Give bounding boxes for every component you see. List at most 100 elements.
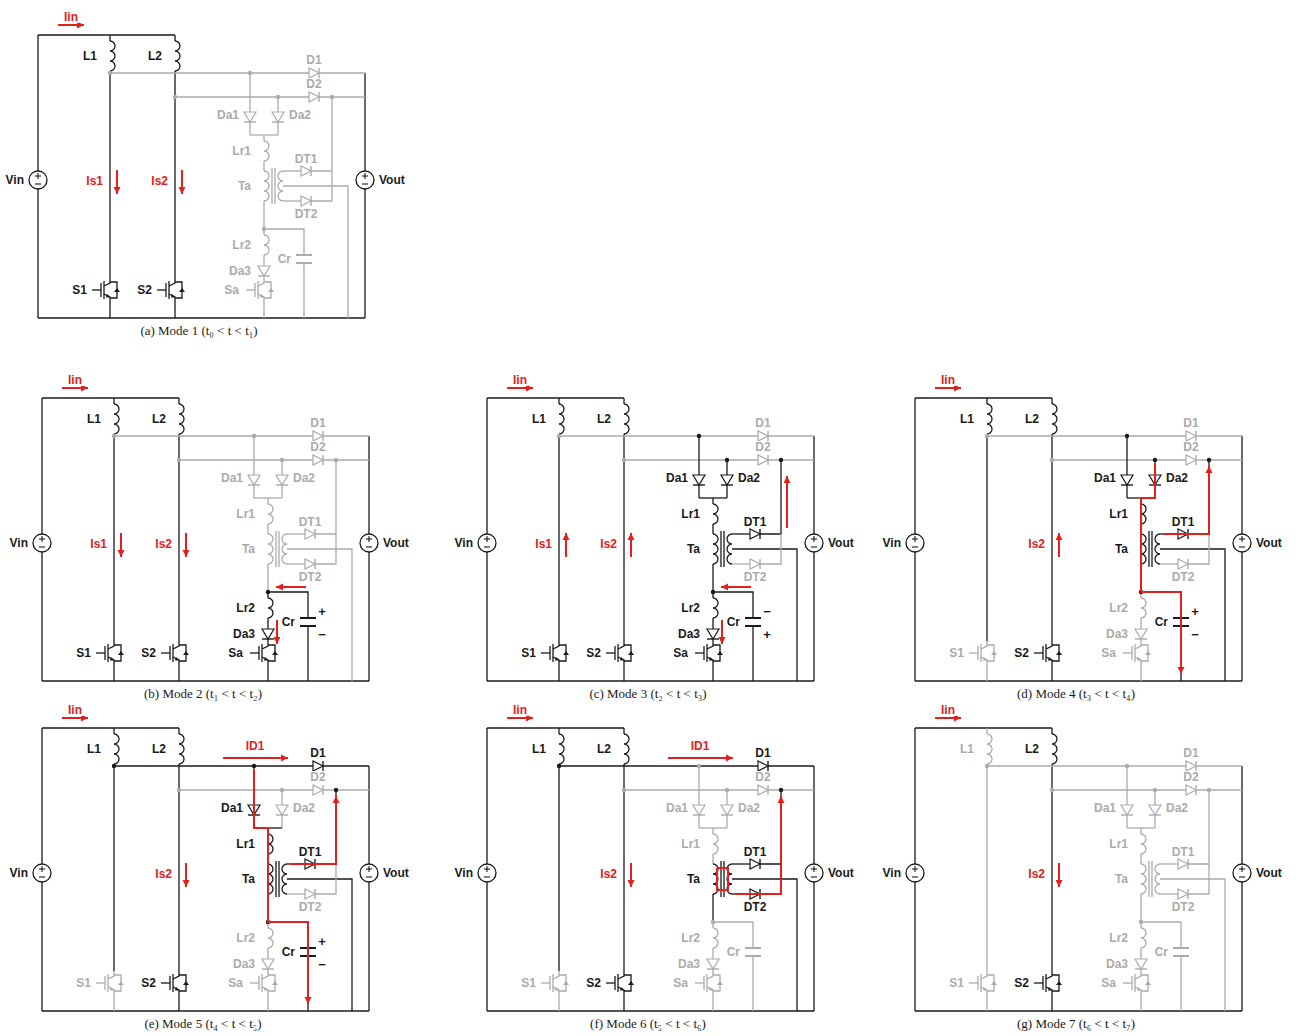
wire: [1052, 459, 1186, 460]
component-label: D1: [309, 747, 326, 759]
polarity-sign: +: [1190, 605, 1200, 618]
component-label: Vin: [454, 537, 474, 549]
wire: [287, 879, 352, 1011]
current-arrow: [290, 796, 336, 864]
wire: [41, 882, 42, 1011]
diode-symbol: [721, 475, 733, 485]
component-label: Vin: [882, 537, 902, 549]
igbt-arrow: [983, 987, 988, 991]
component-label: DT1: [743, 846, 768, 858]
wire: [986, 764, 987, 971]
igbt-symbol: [107, 974, 108, 992]
wire: [113, 995, 114, 1011]
wire: [253, 436, 254, 475]
igbt-symbol: [981, 657, 987, 665]
igbt-symbol: [706, 644, 707, 662]
igbt-symbol: [618, 971, 624, 979]
current-label: Iin: [512, 374, 528, 386]
component-label: S1: [520, 977, 537, 989]
wire: [278, 531, 279, 567]
wire: [319, 72, 365, 73]
igbt-symbol: [1123, 982, 1132, 983]
component-label: Lr1: [680, 508, 701, 520]
wire: [623, 764, 624, 971]
current-label: Iin: [63, 11, 79, 23]
current-arrowhead: [784, 476, 791, 483]
igbt-symbol: [1135, 657, 1141, 665]
component-label: L1: [86, 413, 102, 425]
polarity-mark: [366, 876, 372, 877]
wire: [42, 1010, 369, 1011]
wire: [732, 879, 797, 1011]
wire: [287, 893, 305, 894]
component-label: DT1: [298, 846, 323, 858]
current-arrowhead: [628, 533, 635, 540]
diode-symbol: [693, 805, 705, 815]
junction-dot: [779, 788, 783, 792]
igbt-symbol: [1034, 652, 1043, 653]
component-label: Sa: [227, 977, 244, 989]
component-label: Sa: [227, 647, 244, 659]
inductor-symbol: [713, 928, 718, 948]
wire: [726, 485, 727, 498]
diode-symbol: [309, 92, 319, 102]
panel-caption: (d) Mode 4 (t₃ < t < t₄): [1016, 687, 1136, 700]
component-label: DT2: [1171, 901, 1196, 913]
wire: [249, 73, 250, 112]
circuit-panel: [478, 715, 823, 1012]
wire: [175, 96, 309, 97]
polarity-mark: [1241, 536, 1242, 542]
component-label: D2: [754, 441, 771, 453]
igbt-arrow: [106, 294, 111, 298]
junction-dot: [276, 95, 280, 99]
wire: [263, 255, 264, 266]
junction-dot: [330, 95, 334, 99]
component-label: S2: [136, 284, 153, 296]
igbt-arrow: [110, 657, 115, 661]
current-arrowhead: [778, 796, 785, 803]
wire: [813, 436, 814, 534]
wire: [113, 398, 114, 404]
component-label: Vout: [378, 174, 406, 186]
igbt-symbol: [104, 278, 110, 286]
polarity-sign: +: [317, 605, 327, 618]
wire: [813, 766, 814, 864]
wire: [987, 765, 1186, 766]
current-arrowhead: [276, 584, 283, 591]
component-label: Lr2: [231, 239, 252, 251]
wire: [986, 728, 987, 734]
wire: [1151, 861, 1152, 897]
polarity-mark: [912, 876, 918, 877]
wire: [1126, 815, 1127, 828]
wire: [1148, 531, 1149, 567]
diode-symbol: [301, 166, 311, 176]
diode-symbol: [1178, 889, 1188, 899]
voltage-source: [906, 534, 924, 552]
wire: [915, 680, 1242, 681]
wire: [760, 534, 781, 564]
diode-symbol: [305, 529, 315, 539]
polarity-mark: [484, 876, 490, 877]
component-label: Sa: [1100, 647, 1117, 659]
diode-symbol: [750, 559, 760, 569]
current-arrowhead: [114, 187, 121, 194]
diode-symbol: [301, 196, 311, 206]
igbt-arrow: [260, 294, 265, 298]
inductor-symbol: [179, 734, 184, 764]
wire: [752, 956, 753, 1011]
igbt-symbol: [157, 289, 166, 290]
wire: [487, 727, 624, 728]
component-label: S1: [75, 647, 92, 659]
component-label: Vin: [9, 867, 29, 879]
component-label: S1: [948, 977, 965, 989]
current-arrowhead: [183, 550, 190, 557]
component-label: Ta: [237, 180, 252, 192]
panel-caption: (a) Mode 1 (t₀ < t < t₁): [139, 324, 258, 337]
polarity-mark: [368, 866, 369, 872]
wire: [1140, 639, 1141, 641]
wire: [698, 436, 699, 475]
igbt-symbol: [707, 987, 713, 995]
igbt-symbol: [262, 641, 268, 649]
panel-caption: (g) Mode 7 (t₆ < t < t₇): [1016, 1017, 1136, 1030]
